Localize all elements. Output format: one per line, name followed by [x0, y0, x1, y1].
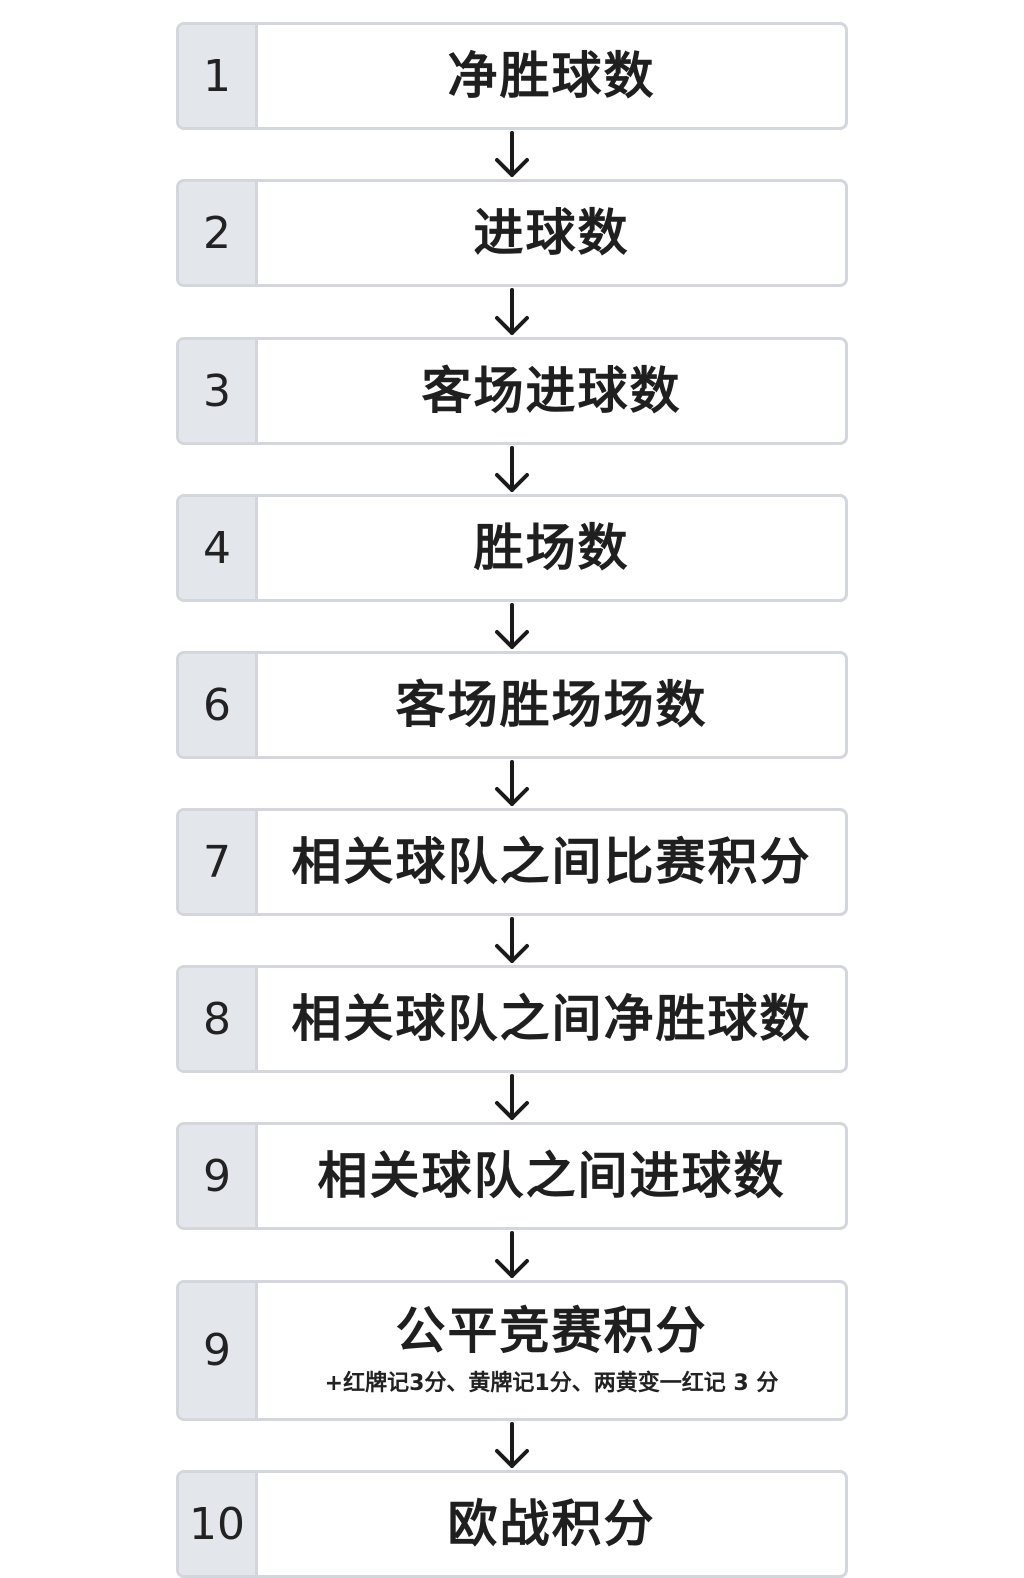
- step-body: 胜场数: [258, 497, 845, 599]
- flow-step-6: 7 相关球队之间比赛积分: [176, 808, 848, 916]
- step-label: 相关球队之间净胜球数: [291, 989, 812, 1048]
- arrow-down-icon: [495, 760, 529, 806]
- flow-step-8: 9 相关球队之间进球数: [176, 1122, 848, 1230]
- step-label: 相关球队之间比赛积分: [291, 832, 812, 891]
- step-label: 客场进球数: [421, 361, 682, 420]
- arrow-down-icon: [495, 446, 529, 492]
- flow-step-1: 1 净胜球数: [176, 22, 848, 130]
- step-number: 9: [179, 1283, 258, 1418]
- step-label: 公平竞赛积分: [395, 1302, 708, 1360]
- flow-step-2: 2 进球数: [176, 179, 848, 287]
- arrow-down-icon: [495, 917, 529, 963]
- step-number: 1: [179, 25, 258, 127]
- step-number: 8: [179, 968, 258, 1070]
- step-body: 净胜球数: [258, 25, 845, 127]
- ranking-tiebreak-flowchart: 1 净胜球数 2 进球数 3 客场进球数 4 胜场数 6 客场胜场场数 7 相关…: [176, 22, 848, 1578]
- arrow-down-icon: [495, 1422, 529, 1468]
- step-note: +红牌记3分、黄牌记1分、两黄变一红记 3 分: [324, 1371, 779, 1396]
- flow-step-7: 8 相关球队之间净胜球数: [176, 965, 848, 1073]
- arrow-down-icon: [495, 1074, 529, 1120]
- step-body: 欧战积分: [258, 1473, 845, 1575]
- step-body: 相关球队之间净胜球数: [258, 968, 845, 1070]
- flow-step-10: 10 欧战积分: [176, 1470, 848, 1578]
- step-number: 9: [179, 1125, 258, 1227]
- step-number: 10: [179, 1473, 258, 1575]
- step-label: 客场胜场场数: [395, 675, 708, 734]
- step-body: 客场胜场场数: [258, 654, 845, 756]
- step-number: 2: [179, 182, 258, 284]
- step-body: 公平竞赛积分 +红牌记3分、黄牌记1分、两黄变一红记 3 分: [258, 1283, 845, 1418]
- flow-step-9: 9 公平竞赛积分 +红牌记3分、黄牌记1分、两黄变一红记 3 分: [176, 1280, 848, 1421]
- step-label: 欧战积分: [447, 1494, 656, 1553]
- flow-step-4: 4 胜场数: [176, 494, 848, 602]
- step-label: 净胜球数: [447, 46, 656, 105]
- arrow-down-icon: [495, 1231, 529, 1278]
- step-number: 6: [179, 654, 258, 756]
- flow-step-3: 3 客场进球数: [176, 337, 848, 445]
- step-number: 3: [179, 340, 258, 442]
- step-body: 相关球队之间进球数: [258, 1125, 845, 1227]
- flow-step-5: 6 客场胜场场数: [176, 651, 848, 759]
- step-number: 7: [179, 811, 258, 913]
- step-body: 相关球队之间比赛积分: [258, 811, 845, 913]
- arrow-down-icon: [495, 288, 529, 335]
- step-label: 胜场数: [473, 518, 630, 577]
- step-body: 进球数: [258, 182, 845, 284]
- step-number: 4: [179, 497, 258, 599]
- step-label: 相关球队之间进球数: [317, 1146, 786, 1205]
- arrow-down-icon: [495, 603, 529, 649]
- step-label: 进球数: [473, 203, 630, 262]
- arrow-down-icon: [495, 131, 529, 177]
- step-body: 客场进球数: [258, 340, 845, 442]
